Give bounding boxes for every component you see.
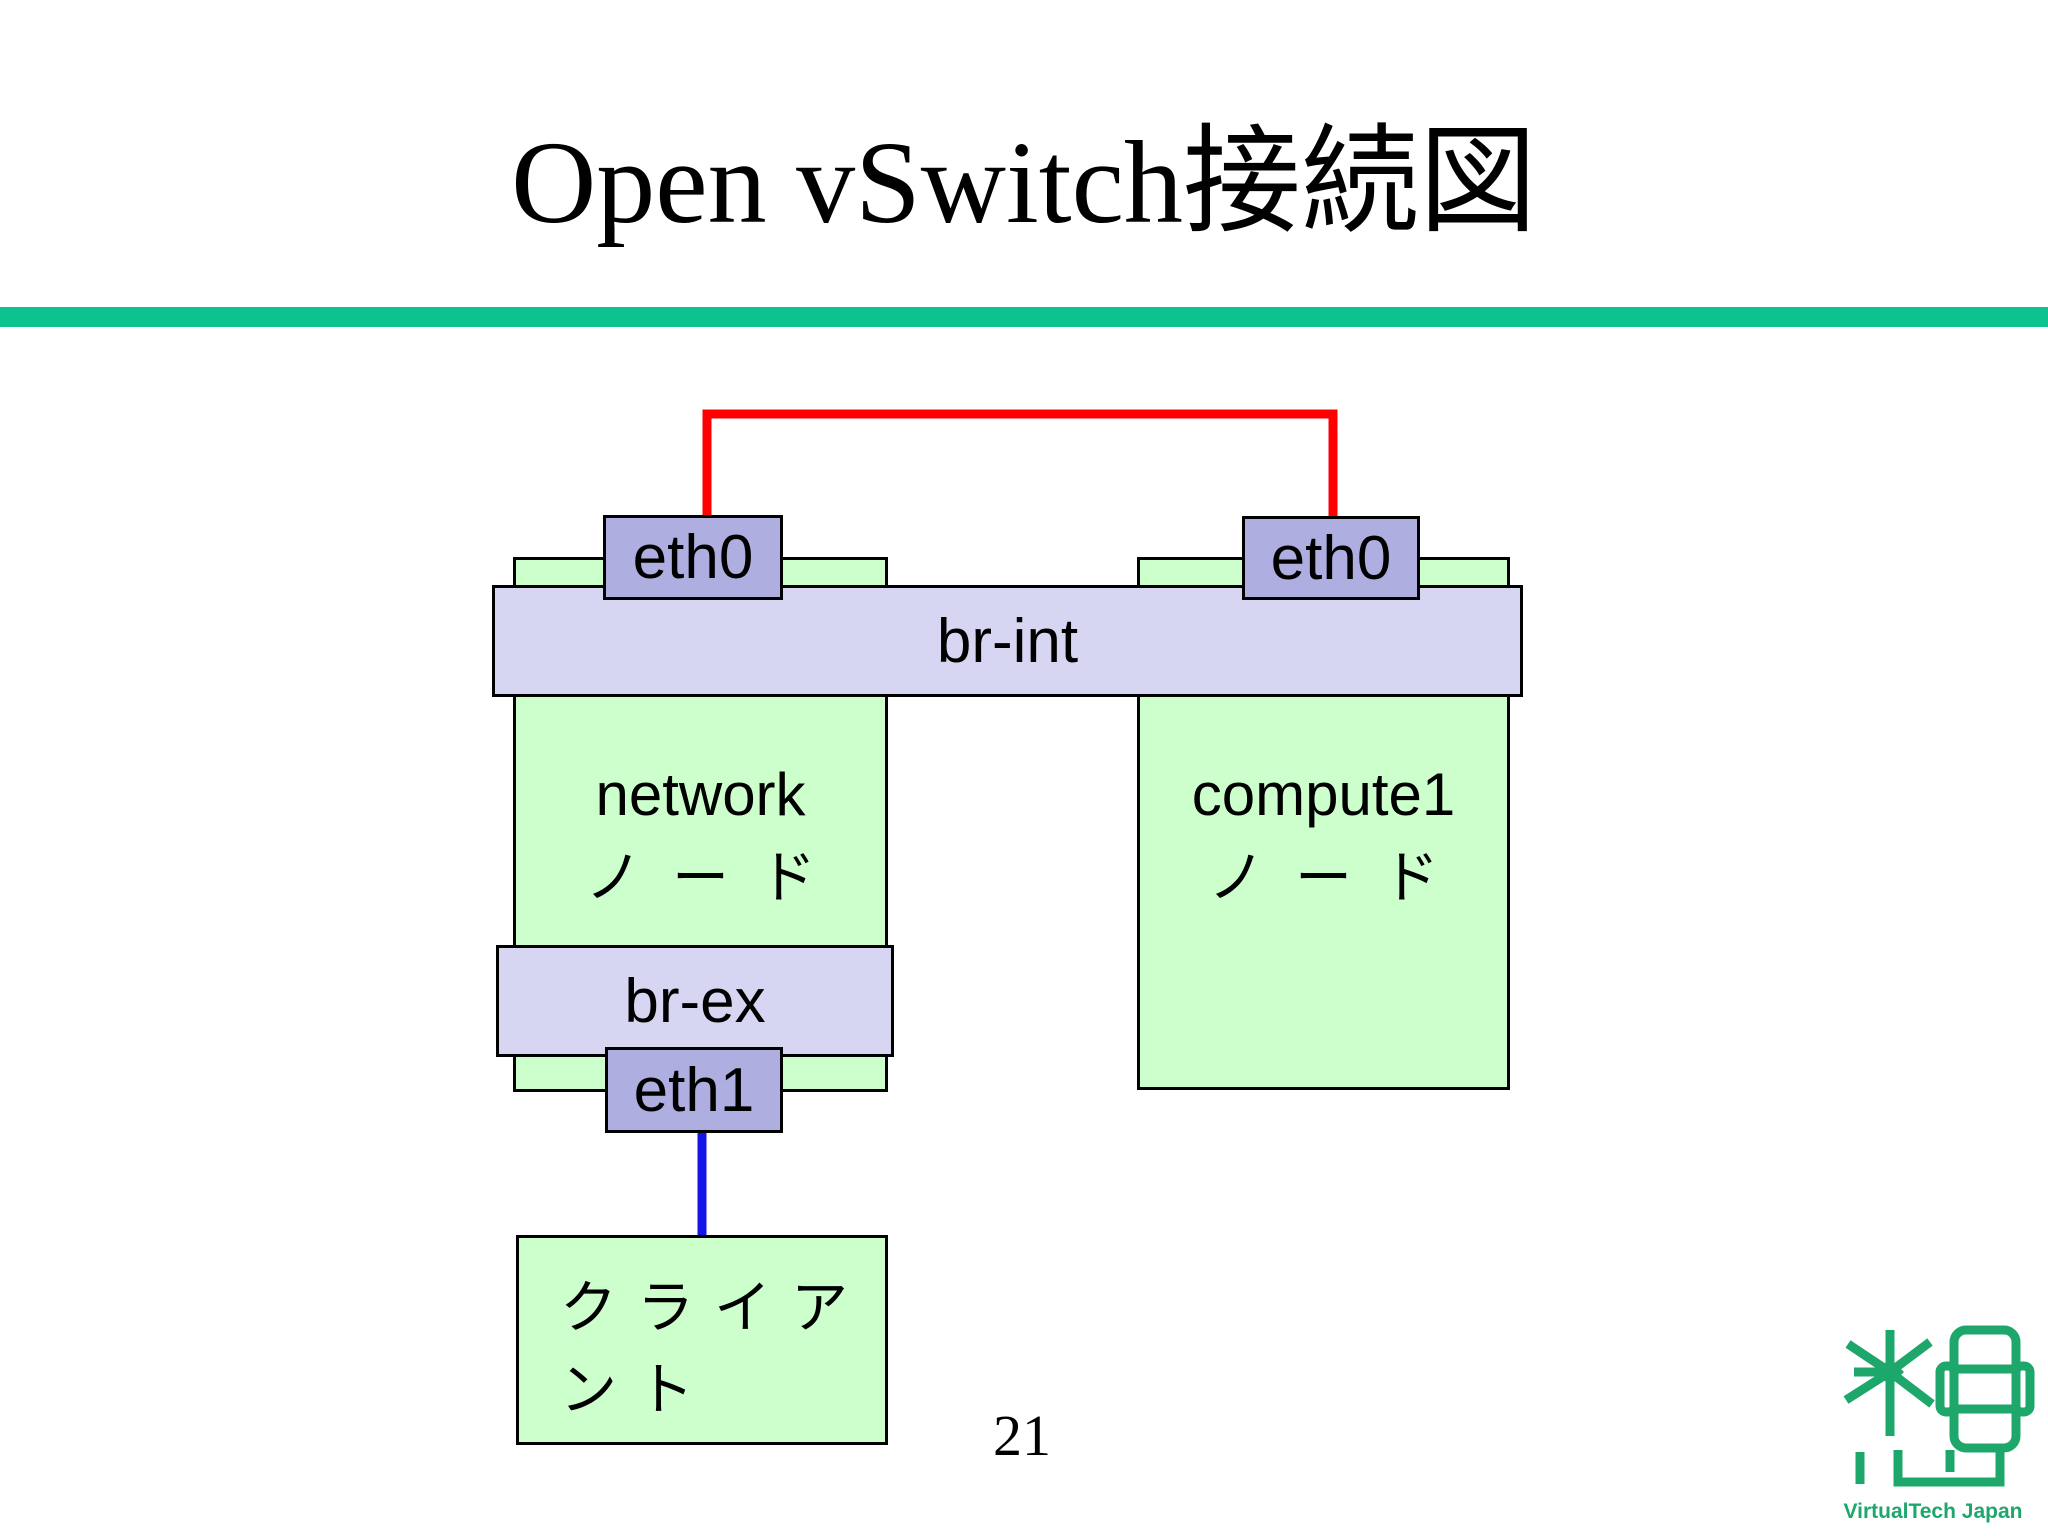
br-int-bridge: br-int	[492, 585, 1523, 697]
logo-text: VirtualTech Japan	[1844, 1500, 2023, 1523]
eth0-left-label: eth0	[632, 523, 754, 592]
client-label-line2: ント	[560, 1359, 714, 1422]
eth0-right-label: eth0	[1270, 523, 1392, 593]
page-title: Open vSwitch接続図	[511, 117, 1537, 248]
virtualtech-logo: VirtualTech Japan	[1843, 1325, 2035, 1523]
eth0-right-port: eth0	[1242, 516, 1420, 600]
title-divider	[0, 307, 2048, 327]
br-ex-bridge: br-ex	[496, 945, 894, 1057]
br-ex-label: br-ex	[624, 966, 766, 1036]
eth0-left-port: eth0	[603, 515, 783, 600]
compute1-node-type: ノード	[1208, 847, 1469, 910]
network-node-label: network ノード	[513, 758, 888, 916]
page-number: 21	[993, 1403, 1051, 1468]
network-node-type: ノード	[585, 847, 846, 910]
eth0-eth0-link-line	[702, 409, 1338, 520]
network-node-name: network	[595, 761, 806, 828]
client-label-line1: クライア	[560, 1277, 868, 1340]
compute1-node-name: compute1	[1191, 761, 1456, 828]
compute1-node-label: compute1 ノード	[1137, 758, 1510, 916]
logo-kanji-icon	[1843, 1325, 2035, 1487]
eth1-port: eth1	[605, 1047, 783, 1133]
client-box	[516, 1235, 888, 1445]
eth1-label: eth1	[633, 1055, 755, 1125]
client-label: クライア ント	[516, 1268, 888, 1432]
br-int-label: br-int	[936, 606, 1079, 676]
